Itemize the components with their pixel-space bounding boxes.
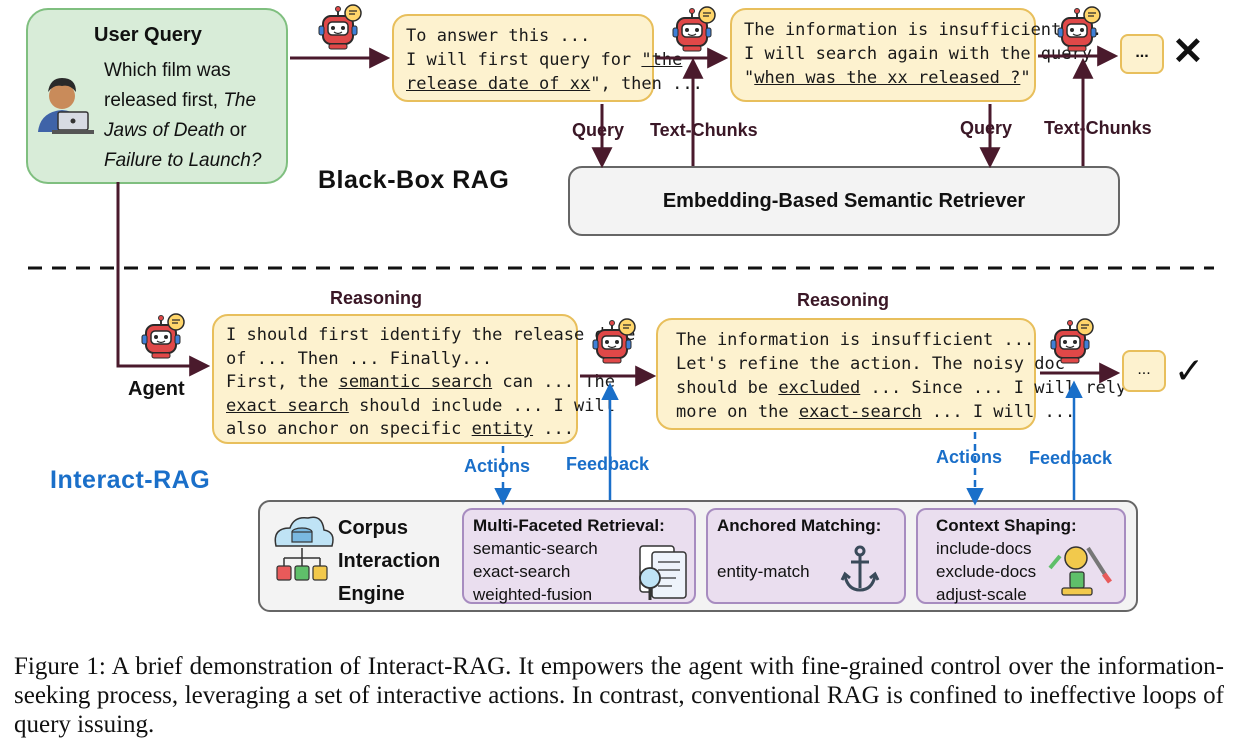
action-item: exact-search [473, 562, 571, 581]
feedback-label: Feedback [566, 454, 650, 474]
figure-caption: Figure 1: A brief demonstration of Inter… [14, 653, 1224, 738]
engine-title-line: Interaction [338, 550, 441, 572]
engine-title-line: Engine [338, 583, 405, 605]
panel-title: Multi-Faceted Retrieval: [473, 516, 665, 535]
blackbox-thought-2: The information is insufficient ... I wi… [730, 8, 1103, 102]
thought-line: I will first query for "the [406, 50, 683, 70]
fail-x-icon: ✕ [1172, 31, 1204, 73]
user-query-title: User Query [94, 24, 202, 46]
text-chunks-label: Text-Chunks [1044, 118, 1152, 138]
user-query-text: Which film was released first, The Jaws … [104, 56, 261, 176]
reasoning-label: Reasoning [330, 288, 423, 308]
thought-line: To answer this ... [406, 26, 591, 46]
thought-line: release date of xx", then ... [406, 74, 703, 94]
thought-line: First, the semantic search can ... The [226, 372, 615, 392]
context-shaping-panel: Context Shaping: include-docs exclude-do… [916, 508, 1126, 604]
thought-line: more on the exact-search ... I will ... [676, 402, 1076, 422]
user-query-line: Failure to Launch? [104, 150, 262, 171]
blackbox-thought-1: To answer this ... I will first query fo… [392, 14, 703, 102]
query-label: Query [960, 118, 1013, 138]
multi-faceted-retrieval-panel: Multi-Faceted Retrieval: semantic-search… [462, 508, 696, 604]
robot-icon [672, 6, 716, 52]
agent-label: Agent [128, 378, 185, 400]
action-item: include-docs [936, 539, 1032, 558]
anchored-matching-panel: Anchored Matching: entity-match [706, 508, 906, 604]
reasoning-label: Reasoning [797, 290, 890, 310]
action-item: exclude-docs [936, 562, 1037, 581]
blackbox-rag-label: Black-Box RAG [318, 166, 510, 194]
user-query-line: released first, The [104, 90, 257, 111]
text-chunks-label: Text-Chunks [650, 120, 758, 140]
user-query-line: Which film was [104, 60, 231, 81]
interact-rag-label: Interact-RAG [50, 466, 211, 494]
action-item: weighted-fusion [473, 585, 593, 604]
thought-line: should be excluded ... Since ... I will … [676, 378, 1127, 398]
user-query-line: Jaws of Death or [104, 120, 247, 141]
action-item: entity-match [717, 562, 810, 581]
thought-line: The information is insufficient ... [676, 330, 1035, 350]
feedback-label: Feedback [1029, 448, 1113, 468]
blackbox-ellipsis-box: ... [1120, 34, 1164, 74]
success-check-icon: ✓ [1174, 350, 1205, 391]
robot-icon [141, 313, 185, 359]
interact-thought-2: The information is insufficient ... Let'… [656, 318, 1127, 430]
thought-line: also anchor on specific entity ... [226, 419, 575, 439]
retriever-label: Embedding-Based Semantic Retriever [662, 190, 1026, 212]
thought-line: Let's refine the action. The noisy doc [676, 354, 1065, 374]
actions-label: Actions [464, 456, 531, 476]
action-item: semantic-search [473, 539, 598, 558]
thought-line: exact search should include ... I will [226, 395, 615, 416]
robot-icon [318, 4, 362, 50]
panel-title: Anchored Matching: [717, 516, 882, 535]
thought-line: The information is insufficient ... [744, 20, 1103, 40]
semantic-retriever-box: Embedding-Based Semantic Retriever [568, 166, 1120, 236]
thought-line: "when was the xx released ?" [744, 68, 1031, 88]
actions-label: Actions [936, 447, 1003, 467]
query-label: Query [572, 120, 625, 140]
interact-ellipsis-box: ... [1122, 350, 1166, 392]
thought-line: I should first identify the release date [226, 325, 636, 345]
interact-thought-1: I should first identify the release date… [212, 314, 636, 444]
engine-title-line: Corpus [338, 517, 408, 539]
thought-line: I will search again with the query [744, 44, 1092, 64]
thought-line: of ... Then ... Finally... [226, 348, 493, 369]
action-item: adjust-scale [936, 585, 1027, 604]
arrow-user-to-agent [116, 182, 211, 377]
engine-title: Corpus Interaction Engine [338, 512, 440, 611]
panel-title: Context Shaping: [936, 516, 1077, 535]
user-query-box: User Query Which film was released first… [26, 8, 288, 184]
